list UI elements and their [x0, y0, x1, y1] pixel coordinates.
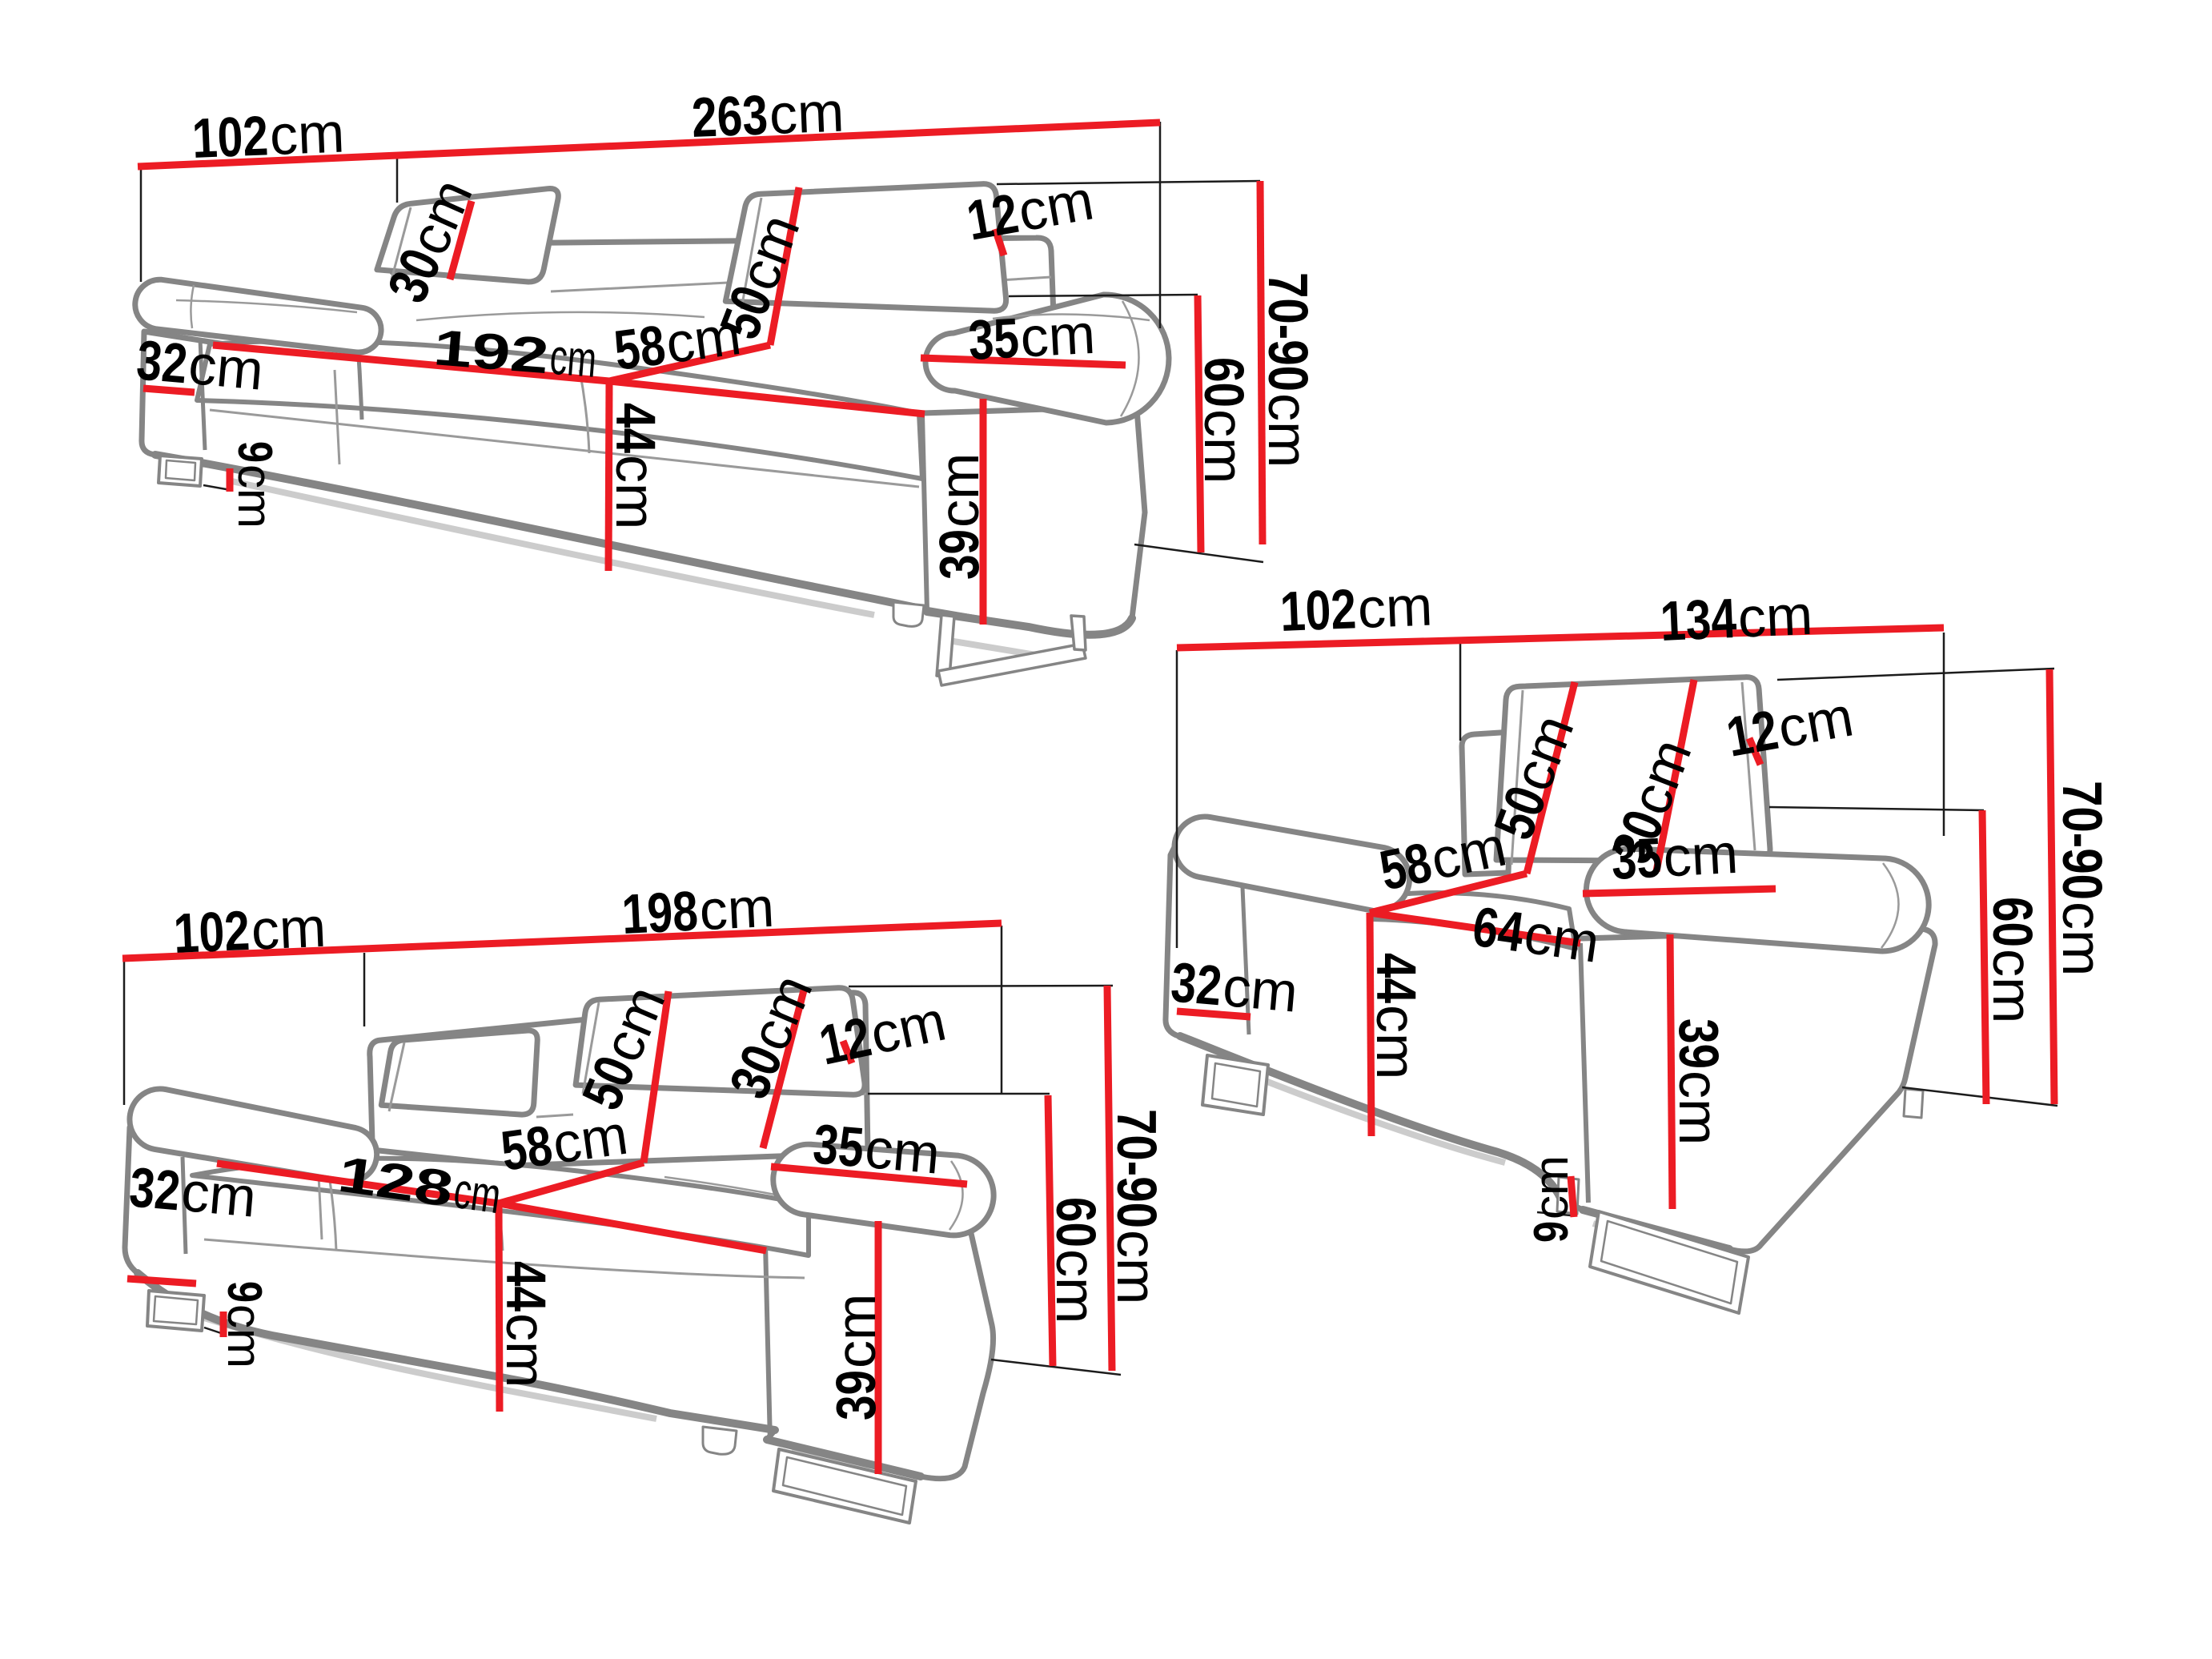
- svg-text:263cm: 263cm: [690, 80, 845, 149]
- svg-text:44cm: 44cm: [1365, 953, 1427, 1079]
- svg-text:198cm: 198cm: [620, 876, 776, 946]
- svg-text:32cm: 32cm: [134, 328, 267, 402]
- svg-text:58cm: 58cm: [611, 303, 745, 382]
- svg-text:70-90cm: 70-90cm: [2051, 781, 2114, 976]
- svg-text:9cm: 9cm: [1524, 1155, 1578, 1243]
- svg-text:9cm: 9cm: [218, 1281, 271, 1368]
- svg-text:58cm: 58cm: [497, 1103, 632, 1183]
- svg-text:9cm: 9cm: [228, 441, 282, 528]
- svg-text:35cm: 35cm: [811, 1112, 943, 1186]
- svg-text:70-90cm: 70-90cm: [1257, 272, 1319, 468]
- svg-text:134cm: 134cm: [1659, 584, 1814, 653]
- svg-text:12cm: 12cm: [962, 168, 1098, 251]
- svg-text:35cm: 35cm: [1610, 822, 1740, 891]
- svg-text:12cm: 12cm: [1722, 685, 1857, 768]
- svg-text:32cm: 32cm: [127, 1155, 259, 1229]
- svg-text:64cm: 64cm: [1469, 895, 1604, 974]
- svg-text:70-90cm: 70-90cm: [1106, 1109, 1168, 1304]
- svg-text:39cm: 39cm: [928, 453, 990, 580]
- svg-text:44cm: 44cm: [495, 1261, 557, 1388]
- svg-text:102cm: 102cm: [1279, 574, 1433, 643]
- svg-text:60cm: 60cm: [1045, 1197, 1107, 1324]
- svg-text:102cm: 102cm: [172, 896, 327, 965]
- svg-text:32cm: 32cm: [1169, 950, 1301, 1024]
- svg-text:39cm: 39cm: [825, 1294, 887, 1420]
- svg-text:60cm: 60cm: [1193, 357, 1255, 484]
- svg-text:39cm: 39cm: [1668, 1018, 1730, 1145]
- svg-text:102cm: 102cm: [191, 101, 345, 170]
- svg-text:35cm: 35cm: [967, 303, 1097, 372]
- svg-text:44cm: 44cm: [604, 403, 667, 529]
- svg-text:60cm: 60cm: [1981, 897, 2044, 1023]
